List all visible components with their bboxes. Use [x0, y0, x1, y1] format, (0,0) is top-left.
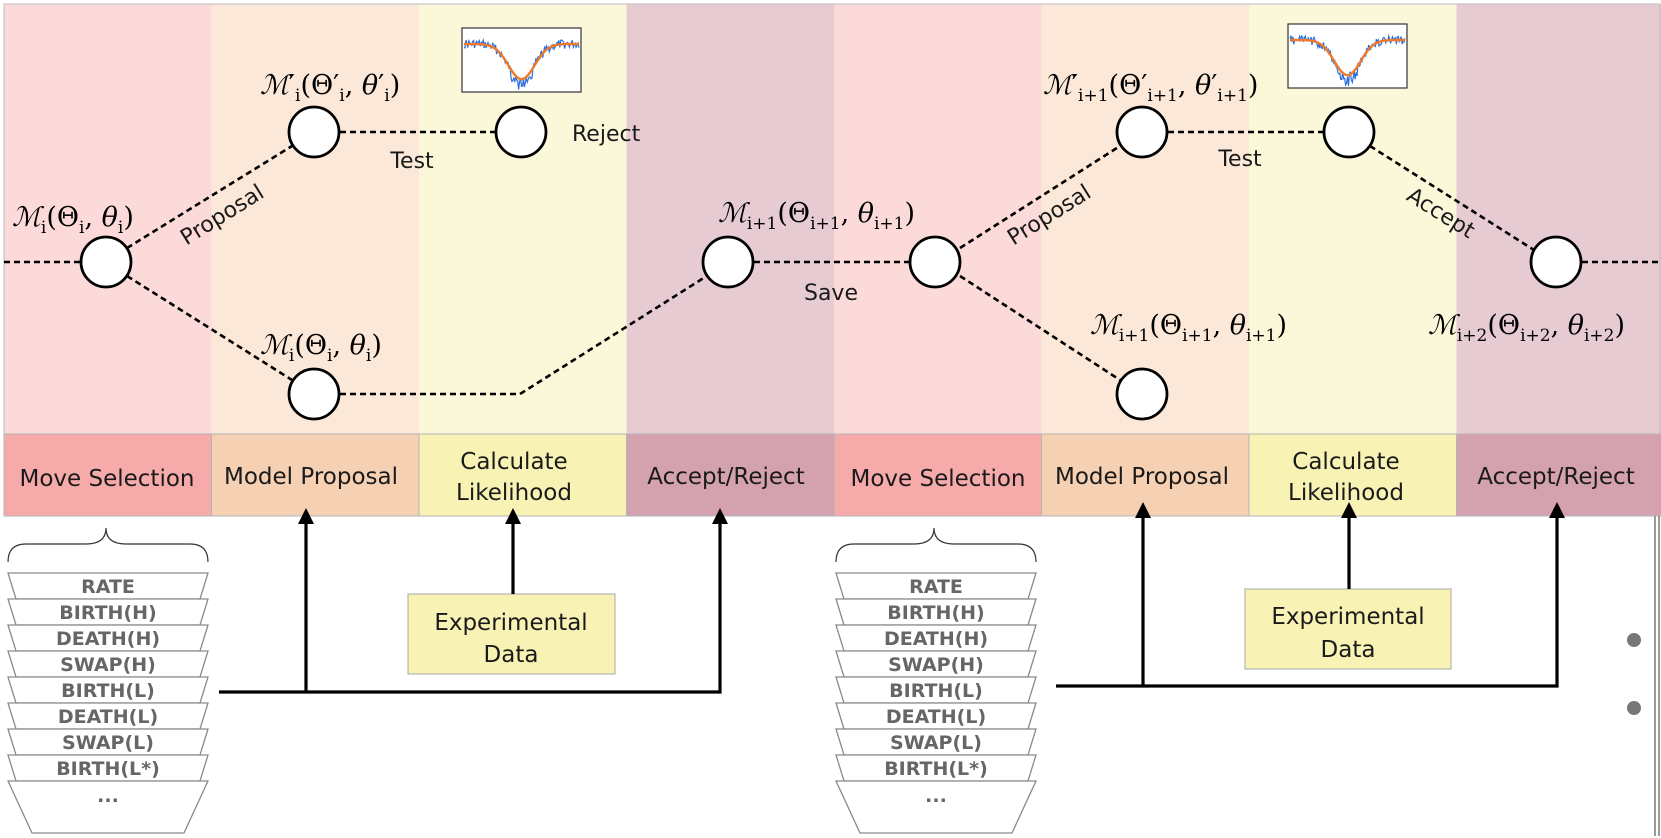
node-accepted-i2 [1529, 235, 1583, 289]
move-item-label: RATE [909, 576, 963, 598]
experimental-data-label-2a: Experimental [1271, 604, 1424, 630]
spectrum-frame-1 [461, 27, 582, 93]
node-proposed-i [287, 105, 341, 159]
path-keep-2 [959, 274, 1121, 382]
math-m-i1-kept: ℳi+1(Θi+1, θi+1) [1090, 310, 1287, 346]
phase-label-likelihood-2b: Likelihood [1288, 480, 1404, 506]
node-kept-i1 [1115, 367, 1169, 421]
spectrum-model-trace-2 [1290, 38, 1405, 77]
experimental-data-label-1b: Data [484, 642, 539, 668]
phase-band-6 [1041, 4, 1250, 434]
move-item-label: BIRTH(L) [889, 680, 983, 702]
move-item-label: SWAP(H) [60, 654, 156, 676]
phase-box-3 [418, 433, 627, 517]
brace-2 [835, 527, 1037, 563]
move-item-label: SWAP(H) [888, 654, 984, 676]
math-m-i-current: ℳi(Θi, θi) [12, 202, 134, 238]
model-labels: ℳi(Θi, θi) ℳ′i(Θ′i, θ′i) ℳi(Θi, θi) ℳi+1… [12, 70, 1625, 366]
phase-label-boxes [3, 433, 1661, 517]
phase-box-5 [833, 433, 1042, 517]
node-current-i1 [908, 235, 962, 289]
spectrum-thumbnail-2 [1287, 23, 1408, 89]
flow-line-to-accept-reject-2 [1056, 502, 1565, 688]
phase-label-move-selection-1: Move Selection [20, 466, 195, 492]
move-item-label: DEATH(H) [56, 628, 160, 650]
transition-paths [4, 130, 1661, 396]
path-proposal-2 [959, 144, 1121, 250]
phase-label-model-proposal-1: Model Proposal [224, 464, 398, 490]
math-m-i-kept: ℳi(Θi, θi) [260, 330, 382, 366]
move-item-label: BIRTH(H) [887, 602, 984, 624]
label-save: Save [804, 281, 858, 306]
continuation-marker [1627, 516, 1660, 836]
move-list-stack-2: RATE BIRTH(H) DEATH(H) SWAP(H) BIRTH(L) DEATH… [834, 527, 1038, 834]
move-item-label: DEATH(L) [886, 706, 986, 728]
move-item-label: SWAP(L) [890, 732, 982, 754]
spectrum-model-trace-1 [464, 42, 579, 81]
phase-label-likelihood-1b: Likelihood [456, 480, 572, 506]
experimental-data-box-2 [1244, 588, 1452, 670]
move-item-label: BIRTH(H) [59, 602, 156, 624]
phase-label-move-selection-2: Move Selection [851, 466, 1026, 492]
node-proposed-i1 [1115, 105, 1169, 159]
move-item-label: ... [97, 785, 119, 807]
experimental-data-2: Experimental Data [1244, 588, 1452, 670]
math-m-i1-proposed: ℳ′i+1(Θ′i+1, θ′i+1) [1043, 70, 1258, 106]
move-list-stack-1: RATE BIRTH(H) DEATH(H) SWAP(H) BIRTH(L) DEATH… [6, 527, 210, 834]
path-proposal-1 [126, 144, 293, 250]
phase-labels: Move Selection Model Proposal Calculate … [20, 449, 1635, 506]
phase-band-2 [211, 4, 420, 434]
phase-label-accept-reject-1: Accept/Reject [647, 464, 804, 490]
continuation-dot-2 [1627, 701, 1641, 715]
label-test-1: Test [389, 149, 434, 174]
phase-band-8 [1456, 4, 1661, 434]
node-current-i [79, 235, 133, 289]
move-item-label: ... [925, 785, 947, 807]
move-card [834, 780, 1038, 834]
state-nodes [79, 105, 1583, 421]
node-tested-i1 [1322, 105, 1376, 159]
spectrum-thumbnail-1 [461, 27, 582, 93]
spectrum-data-trace-1 [463, 38, 580, 90]
experimental-data-label-1a: Experimental [434, 610, 587, 636]
label-reject: Reject [572, 122, 641, 147]
move-card [6, 780, 210, 834]
move-item-label: RATE [81, 576, 135, 598]
phase-label-calculate-1a: Calculate [460, 449, 567, 475]
math-m-i2-accepted: ℳi+2(Θi+2, θi+2) [1428, 310, 1625, 346]
node-kept-i [287, 367, 341, 421]
path-accept [1369, 144, 1535, 252]
phase-label-model-proposal-2: Model Proposal [1055, 464, 1229, 490]
node-saved-i1 [701, 235, 755, 289]
phase-box-4 [626, 433, 835, 517]
move-item-label: SWAP(L) [62, 732, 154, 754]
node-tested-i [494, 105, 548, 159]
move-item-label: BIRTH(L*) [56, 758, 160, 780]
brace-1 [7, 527, 209, 563]
phase-band-1 [4, 4, 212, 434]
math-m-i-proposed: ℳ′i(Θ′i, θ′i) [260, 70, 400, 106]
move-item-label: BIRTH(L) [61, 680, 155, 702]
move-item-label: DEATH(L) [58, 706, 158, 728]
path-keep-1 [126, 274, 293, 382]
experimental-data-box-1 [407, 593, 616, 675]
experimental-data-1: Experimental Data [407, 593, 616, 675]
phase-band-4 [626, 4, 835, 434]
experimental-data-label-2b: Data [1321, 637, 1376, 663]
phase-label-calculate-2a: Calculate [1292, 449, 1399, 475]
flow-arrows [219, 502, 1565, 694]
move-item-label: DEATH(H) [884, 628, 988, 650]
phase-bands [3, 3, 1661, 517]
path-save-route [340, 272, 711, 396]
flow-line-to-accept-reject-1 [219, 508, 728, 694]
continuation-dot-1 [1627, 633, 1641, 647]
phase-box-2 [211, 433, 420, 517]
phase-label-accept-reject-2: Accept/Reject [1477, 464, 1634, 490]
label-test-2: Test [1217, 147, 1262, 172]
math-m-i1-saved: ℳi+1(Θi+1, θi+1) [718, 198, 915, 234]
move-item-label: BIRTH(L*) [884, 758, 988, 780]
